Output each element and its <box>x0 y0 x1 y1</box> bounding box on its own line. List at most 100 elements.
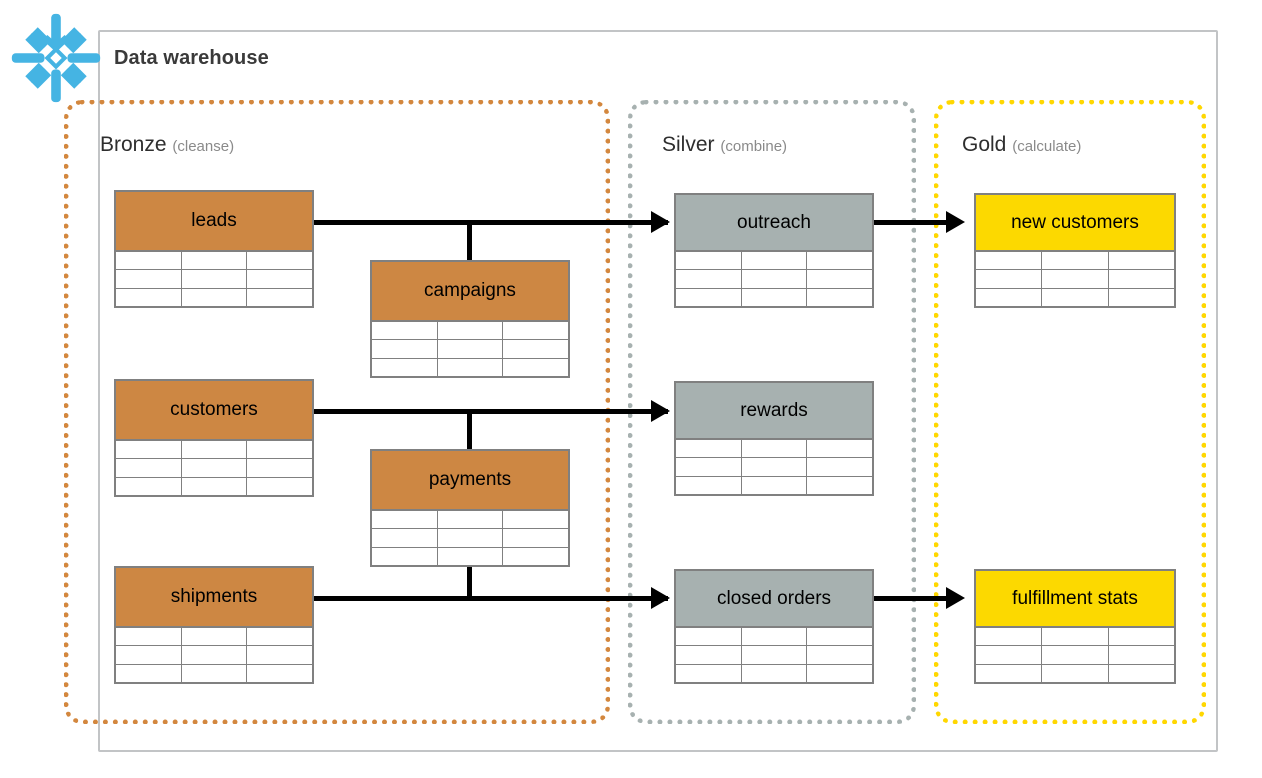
table-row <box>976 252 1174 271</box>
table-cell <box>372 340 438 358</box>
zone-label-bronze-name: Bronze <box>100 133 167 156</box>
table-rewards-grid <box>674 438 874 496</box>
table-cell <box>247 628 312 645</box>
table-cell <box>742 646 808 664</box>
table-row <box>976 270 1174 289</box>
zone-label-gold: Gold (calculate) <box>962 133 1081 157</box>
table-cell <box>1042 270 1109 288</box>
table-cell <box>676 288 742 306</box>
table-cell <box>247 441 312 458</box>
arrowhead-closed-orders-to-fulfillment-stats <box>946 587 965 609</box>
table-rewards[interactable]: rewards <box>674 381 874 496</box>
connector-payments-stub-down <box>467 561 472 599</box>
table-cell <box>742 628 808 646</box>
table-cell <box>976 288 1043 306</box>
table-row <box>116 664 312 682</box>
table-cell <box>503 340 568 357</box>
table-new-customers-header: new customers <box>974 193 1176 250</box>
table-shipments[interactable]: shipments <box>114 566 314 684</box>
arrowhead-shipments-to-closed-orders <box>651 587 670 609</box>
table-cell <box>676 628 742 646</box>
table-row <box>116 459 312 478</box>
table-cell <box>807 628 872 645</box>
table-cell <box>182 270 248 288</box>
table-cell <box>1109 270 1174 287</box>
table-fulfillment-stats-header: fulfillment stats <box>974 569 1176 626</box>
table-cell <box>116 459 182 477</box>
table-cell <box>1109 289 1174 306</box>
table-cell <box>1042 646 1109 664</box>
table-cell <box>247 478 312 495</box>
table-cell <box>182 441 248 459</box>
table-cell <box>116 270 182 288</box>
table-fulfillment-stats[interactable]: fulfillment stats <box>974 569 1176 684</box>
table-cell <box>116 477 182 495</box>
table-outreach[interactable]: outreach <box>674 193 874 308</box>
zone-label-silver: Silver (combine) <box>662 133 787 157</box>
table-new-customers[interactable]: new customers <box>974 193 1176 308</box>
table-row <box>116 252 312 271</box>
table-row <box>116 477 312 495</box>
table-cell <box>438 358 504 376</box>
table-leads[interactable]: leads <box>114 190 314 308</box>
connector-campaigns-stub <box>467 220 472 260</box>
table-cell <box>742 664 808 682</box>
table-cell <box>1042 664 1109 682</box>
table-closed-orders[interactable]: closed orders <box>674 569 874 684</box>
table-cell <box>976 270 1043 288</box>
table-row <box>116 288 312 306</box>
connector-payments-stub-up <box>467 409 472 449</box>
zone-gold <box>934 100 1206 724</box>
table-cell <box>976 664 1043 682</box>
table-outreach-header: outreach <box>674 193 874 250</box>
table-cell <box>676 664 742 682</box>
table-campaigns-grid <box>370 320 570 378</box>
arrowhead-leads-to-outreach <box>651 211 670 233</box>
connector-leads-to-outreach <box>313 220 668 225</box>
table-row <box>676 476 872 494</box>
table-cell <box>247 289 312 306</box>
table-payments[interactable]: payments <box>370 449 570 567</box>
table-cell <box>676 476 742 494</box>
table-cell <box>807 458 872 475</box>
diagram-outer-frame <box>98 30 1218 752</box>
table-row <box>676 628 872 647</box>
table-new-customers-grid <box>974 250 1176 308</box>
table-cell <box>503 529 568 546</box>
table-cell <box>742 270 808 288</box>
table-cell <box>676 270 742 288</box>
table-cell <box>676 440 742 458</box>
table-cell <box>372 358 438 376</box>
table-cell <box>976 628 1043 646</box>
table-cell <box>116 441 182 459</box>
table-cell <box>1109 628 1174 645</box>
table-row <box>372 322 568 341</box>
table-leads-header: leads <box>114 190 314 250</box>
table-cell <box>742 476 808 494</box>
table-row <box>976 646 1174 665</box>
table-cell <box>247 270 312 287</box>
connector-customers-to-rewards <box>313 409 668 414</box>
table-cell <box>742 458 808 476</box>
table-cell <box>742 440 808 458</box>
table-cell <box>372 511 438 529</box>
table-cell <box>503 359 568 376</box>
snowflake-icon <box>8 10 104 106</box>
table-cell <box>1109 252 1174 269</box>
zone-label-gold-subtitle: (calculate) <box>1012 138 1082 155</box>
arrowhead-outreach-to-new-customers <box>946 211 965 233</box>
table-cell <box>247 459 312 476</box>
table-cell <box>742 288 808 306</box>
table-customers[interactable]: customers <box>114 379 314 497</box>
table-row <box>116 441 312 460</box>
table-shipments-grid <box>114 626 314 684</box>
table-campaigns[interactable]: campaigns <box>370 260 570 378</box>
table-row <box>116 628 312 647</box>
table-cell <box>807 646 872 663</box>
table-row <box>676 288 872 306</box>
zone-label-bronze: Bronze (cleanse) <box>100 133 234 157</box>
zone-label-gold-name: Gold <box>962 133 1007 156</box>
table-cell <box>116 252 182 270</box>
arrowhead-customers-to-rewards <box>651 400 670 422</box>
